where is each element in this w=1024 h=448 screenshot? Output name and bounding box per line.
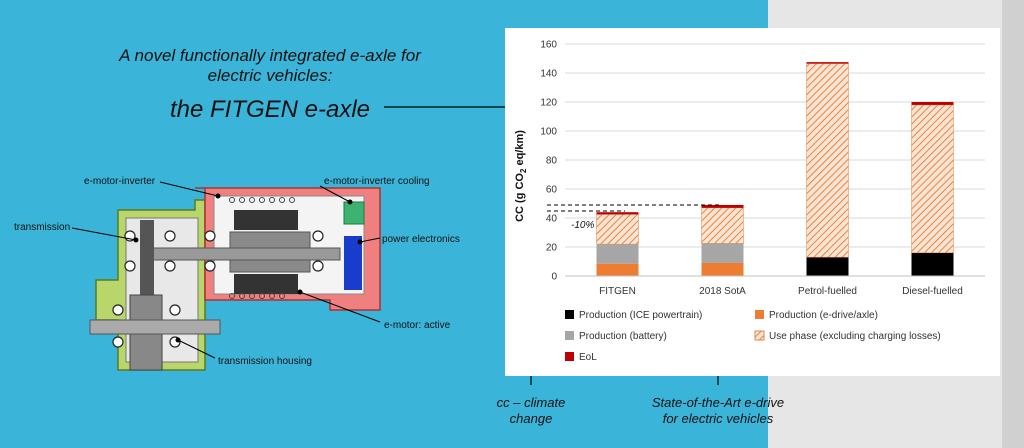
y-tick-label: 40: [546, 214, 558, 225]
x-tick-label: Diesel-fuelled: [902, 286, 963, 297]
legend-label: Production (e-drive/axle): [769, 310, 878, 321]
headline-line-1: A novel functionally integrated e-axle f…: [119, 46, 421, 65]
legend-swatch: [755, 310, 764, 319]
bar-segment: [596, 244, 639, 264]
label-e-motor-active: e-motor: active: [384, 320, 451, 331]
legend-label: EoL: [579, 352, 597, 363]
bar-segment: [596, 263, 639, 276]
label-inverter-cooling: e-motor-inverter cooling: [324, 176, 430, 187]
legend-swatch: [754, 330, 765, 341]
headline-line-1b: electric vehicles:: [207, 66, 333, 85]
y-tick-label: 100: [540, 127, 557, 138]
legend-label: Use phase (excluding charging losses): [769, 331, 941, 342]
cc-caption: cc – climate change: [466, 395, 596, 427]
headline-subtitle: A novel functionally integrated e-axle f…: [60, 46, 480, 86]
bar-segment: [701, 262, 744, 276]
sota-caption: State-of-the-Art e-drive for electric ve…: [638, 395, 798, 427]
gray-stripe: [1002, 0, 1024, 448]
y-tick-label: 60: [546, 185, 558, 196]
headline-title: the FITGEN e-axle: [169, 96, 371, 123]
bar-segment: [911, 102, 954, 105]
y-tick-label: 160: [540, 40, 557, 51]
bar-segment: [806, 257, 849, 276]
y-tick-label: 80: [546, 156, 558, 167]
x-tick-label: FITGEN: [599, 286, 636, 297]
bar-segment: [701, 204, 744, 208]
bar-segment: [596, 214, 639, 245]
label-transmission: transmission: [14, 222, 70, 233]
bar-segment: [911, 104, 954, 254]
bars-layer: [596, 62, 954, 276]
legend-swatch: [565, 352, 574, 361]
bar-segment: [911, 252, 954, 276]
label-power-electronics: power electronics: [382, 234, 460, 245]
y-axis-label: CC (g CO2 eq/km): [514, 130, 528, 222]
cooling-block: [343, 201, 365, 225]
e-axle-diagram: e-motor-inverter e-motor-inverter coolin…: [14, 176, 460, 371]
reduction-annotation: -10%: [571, 220, 594, 231]
y-tick-label: 20: [546, 243, 558, 254]
bar-segment: [596, 212, 639, 215]
sota-caption-line-1: State-of-the-Art e-drive: [651, 395, 785, 410]
cc-caption-line-2: change: [509, 411, 553, 426]
y-tick-label: 0: [551, 272, 557, 283]
label-e-motor-inverter: e-motor-inverter: [84, 176, 156, 187]
y-tick-label: 120: [540, 98, 557, 109]
x-tick-label: 2018 SotA: [699, 286, 746, 297]
x-tick-label: Petrol-fuelled: [798, 286, 857, 297]
sota-caption-line-2: for electric vehicles: [662, 411, 774, 426]
legend-swatch: [565, 331, 574, 340]
gear-input: [140, 220, 154, 300]
legend-label: Production (battery): [579, 331, 667, 342]
main-shaft: [149, 247, 341, 261]
bar-segment: [806, 63, 849, 258]
legend-swatch: [565, 310, 574, 319]
output-shaft: [89, 319, 221, 335]
legend-label: Production (ICE powertrain): [579, 310, 702, 321]
cc-caption-line-1: cc – climate: [496, 395, 566, 410]
bar-segment: [806, 62, 849, 64]
legend: Production (ICE powertrain) Production (e…: [565, 310, 941, 363]
y-tick-label: 140: [540, 69, 557, 80]
label-transmission-housing: transmission housing: [218, 356, 312, 367]
bar-segment: [701, 243, 744, 263]
bar-segment: [701, 207, 744, 244]
power-electronics-block: [344, 236, 362, 290]
